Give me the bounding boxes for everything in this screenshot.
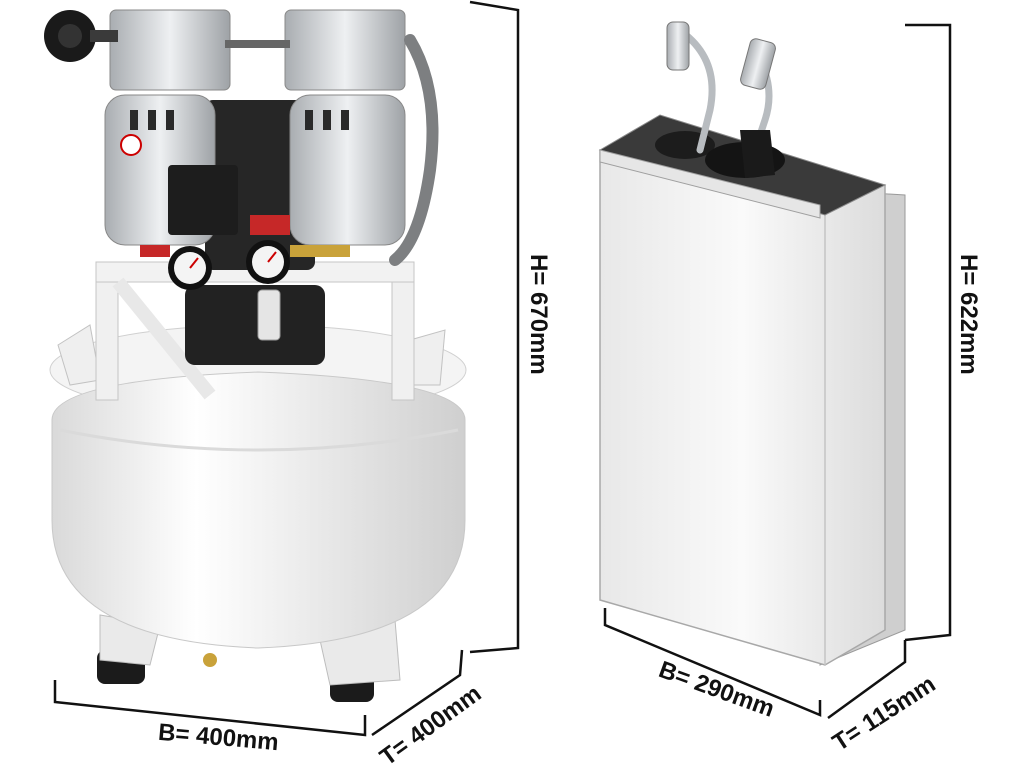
air-compressor (44, 9, 467, 702)
pressure-switch (168, 165, 238, 235)
air-tank (51, 371, 466, 649)
wall-unit-dimension-lines (603, 23, 952, 720)
faucet-head-right (740, 38, 776, 90)
compressor-dimension-lines (53, 0, 520, 737)
brass-fitting (290, 245, 350, 257)
warning-label-icon (120, 134, 142, 156)
cylinder-head-left (109, 9, 231, 91)
faucet-head-left (666, 21, 690, 71)
water-separator (257, 289, 281, 341)
cabinet-body (599, 149, 886, 666)
faucet-left (678, 28, 716, 154)
wall-hand-wash-unit (598, 21, 906, 666)
drain-valve (203, 653, 217, 667)
compressor-height-label: H= 670mm (525, 254, 552, 375)
cylinder-head-right (284, 9, 406, 91)
wall-unit-height-label: H= 622mm (955, 254, 982, 375)
braided-hose (389, 34, 439, 266)
